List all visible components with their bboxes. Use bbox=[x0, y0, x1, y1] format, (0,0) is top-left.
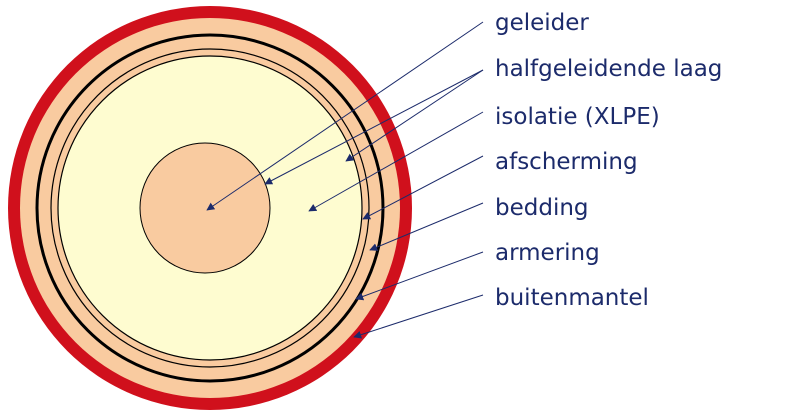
leader-line-outer-sheath bbox=[353, 294, 484, 339]
conductor-core bbox=[139, 142, 271, 274]
label-outer-sheath: buitenmantel bbox=[495, 285, 649, 311]
label-semiconducting-layer: halfgeleidende laag bbox=[495, 56, 723, 82]
label-armoring: armering bbox=[495, 240, 600, 266]
leader-line-armoring bbox=[355, 251, 484, 301]
leader-line-bedding bbox=[369, 202, 484, 251]
label-insulation: isolatie (XLPE) bbox=[495, 104, 660, 130]
leader-line-insulation bbox=[308, 111, 484, 212]
leader-line-shielding bbox=[362, 155, 484, 220]
leader-line-semiconducting-inner bbox=[264, 69, 484, 185]
leader-line-conductor bbox=[206, 21, 484, 211]
label-conductor: geleider bbox=[495, 10, 589, 36]
label-bedding: bedding bbox=[495, 195, 589, 221]
leader-line-semiconducting-outer bbox=[345, 69, 484, 162]
label-shielding: afscherming bbox=[495, 149, 638, 175]
